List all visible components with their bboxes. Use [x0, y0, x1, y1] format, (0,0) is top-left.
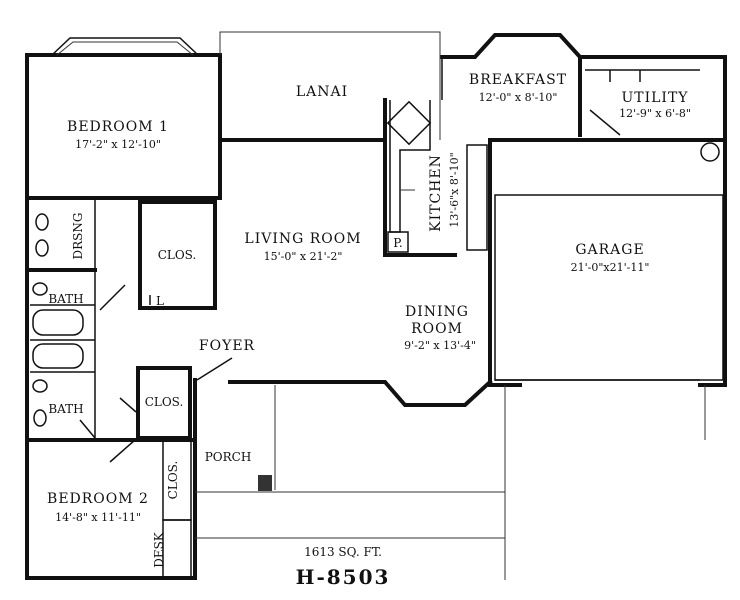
room-labels: BEDROOM 1 17'-2" x 12'-10" LANAI BREAKFA…: [47, 72, 691, 589]
bedroom1-name: BEDROOM 1: [67, 119, 169, 135]
lanai-name: LANAI: [296, 84, 348, 100]
bedroom1-dims: 17'-2" x 12'-10": [75, 138, 161, 151]
desk-label: DESK: [152, 531, 166, 568]
bath2-label: BATH: [48, 402, 83, 416]
foyer-name: FOYER: [199, 338, 255, 354]
door-swings: [79, 109, 621, 463]
linen-label: L: [156, 294, 164, 308]
dressing-label: DRSNG: [71, 213, 85, 260]
closet-foyer-label: CLOS.: [145, 395, 184, 409]
utility-dims: 12'-9" x 6'-8": [619, 107, 691, 120]
kitchen-name: KITCHEN: [428, 154, 444, 232]
closet1-label: CLOS.: [158, 248, 197, 262]
porch-label: PORCH: [205, 450, 252, 464]
utility-name: UTILITY: [621, 90, 688, 106]
interior-walls: [25, 55, 727, 579]
garage-name: GARAGE: [575, 242, 644, 258]
kitchen-dims: 13'-6"x 8'-10": [448, 152, 461, 227]
bedroom2-dims: 14'-8" x 11'-11": [55, 511, 141, 524]
bedroom2-name: BEDROOM 2: [47, 491, 149, 507]
breakfast-name: BREAKFAST: [469, 72, 567, 88]
area-label: 1613 SQ. FT.: [304, 545, 382, 559]
plan-id: H-8503: [296, 565, 391, 589]
bedroom1-bay-window: [51, 37, 199, 56]
dining-name-line2: ROOM: [411, 321, 463, 337]
porch-post: [258, 475, 272, 491]
living-room-dims: 15'-0" x 21'-2": [264, 250, 343, 263]
dining-dims: 9'-2" x 13'-4": [404, 339, 476, 352]
closet2-label: CLOS.: [166, 461, 180, 500]
bath1-label: BATH: [48, 292, 83, 306]
garage-dims: 21'-0"x21'-11": [571, 261, 650, 274]
dining-name-line1: DINING: [405, 304, 469, 320]
porch-lines: [195, 385, 706, 580]
exterior-walls: [25, 31, 727, 580]
bath-fixtures: [32, 213, 84, 427]
pantry-label: P.: [393, 236, 402, 250]
kitchen-counters: [386, 100, 488, 251]
living-room-name: LIVING ROOM: [244, 231, 361, 247]
breakfast-dims: 12'-0" x 8'-10": [479, 91, 558, 104]
